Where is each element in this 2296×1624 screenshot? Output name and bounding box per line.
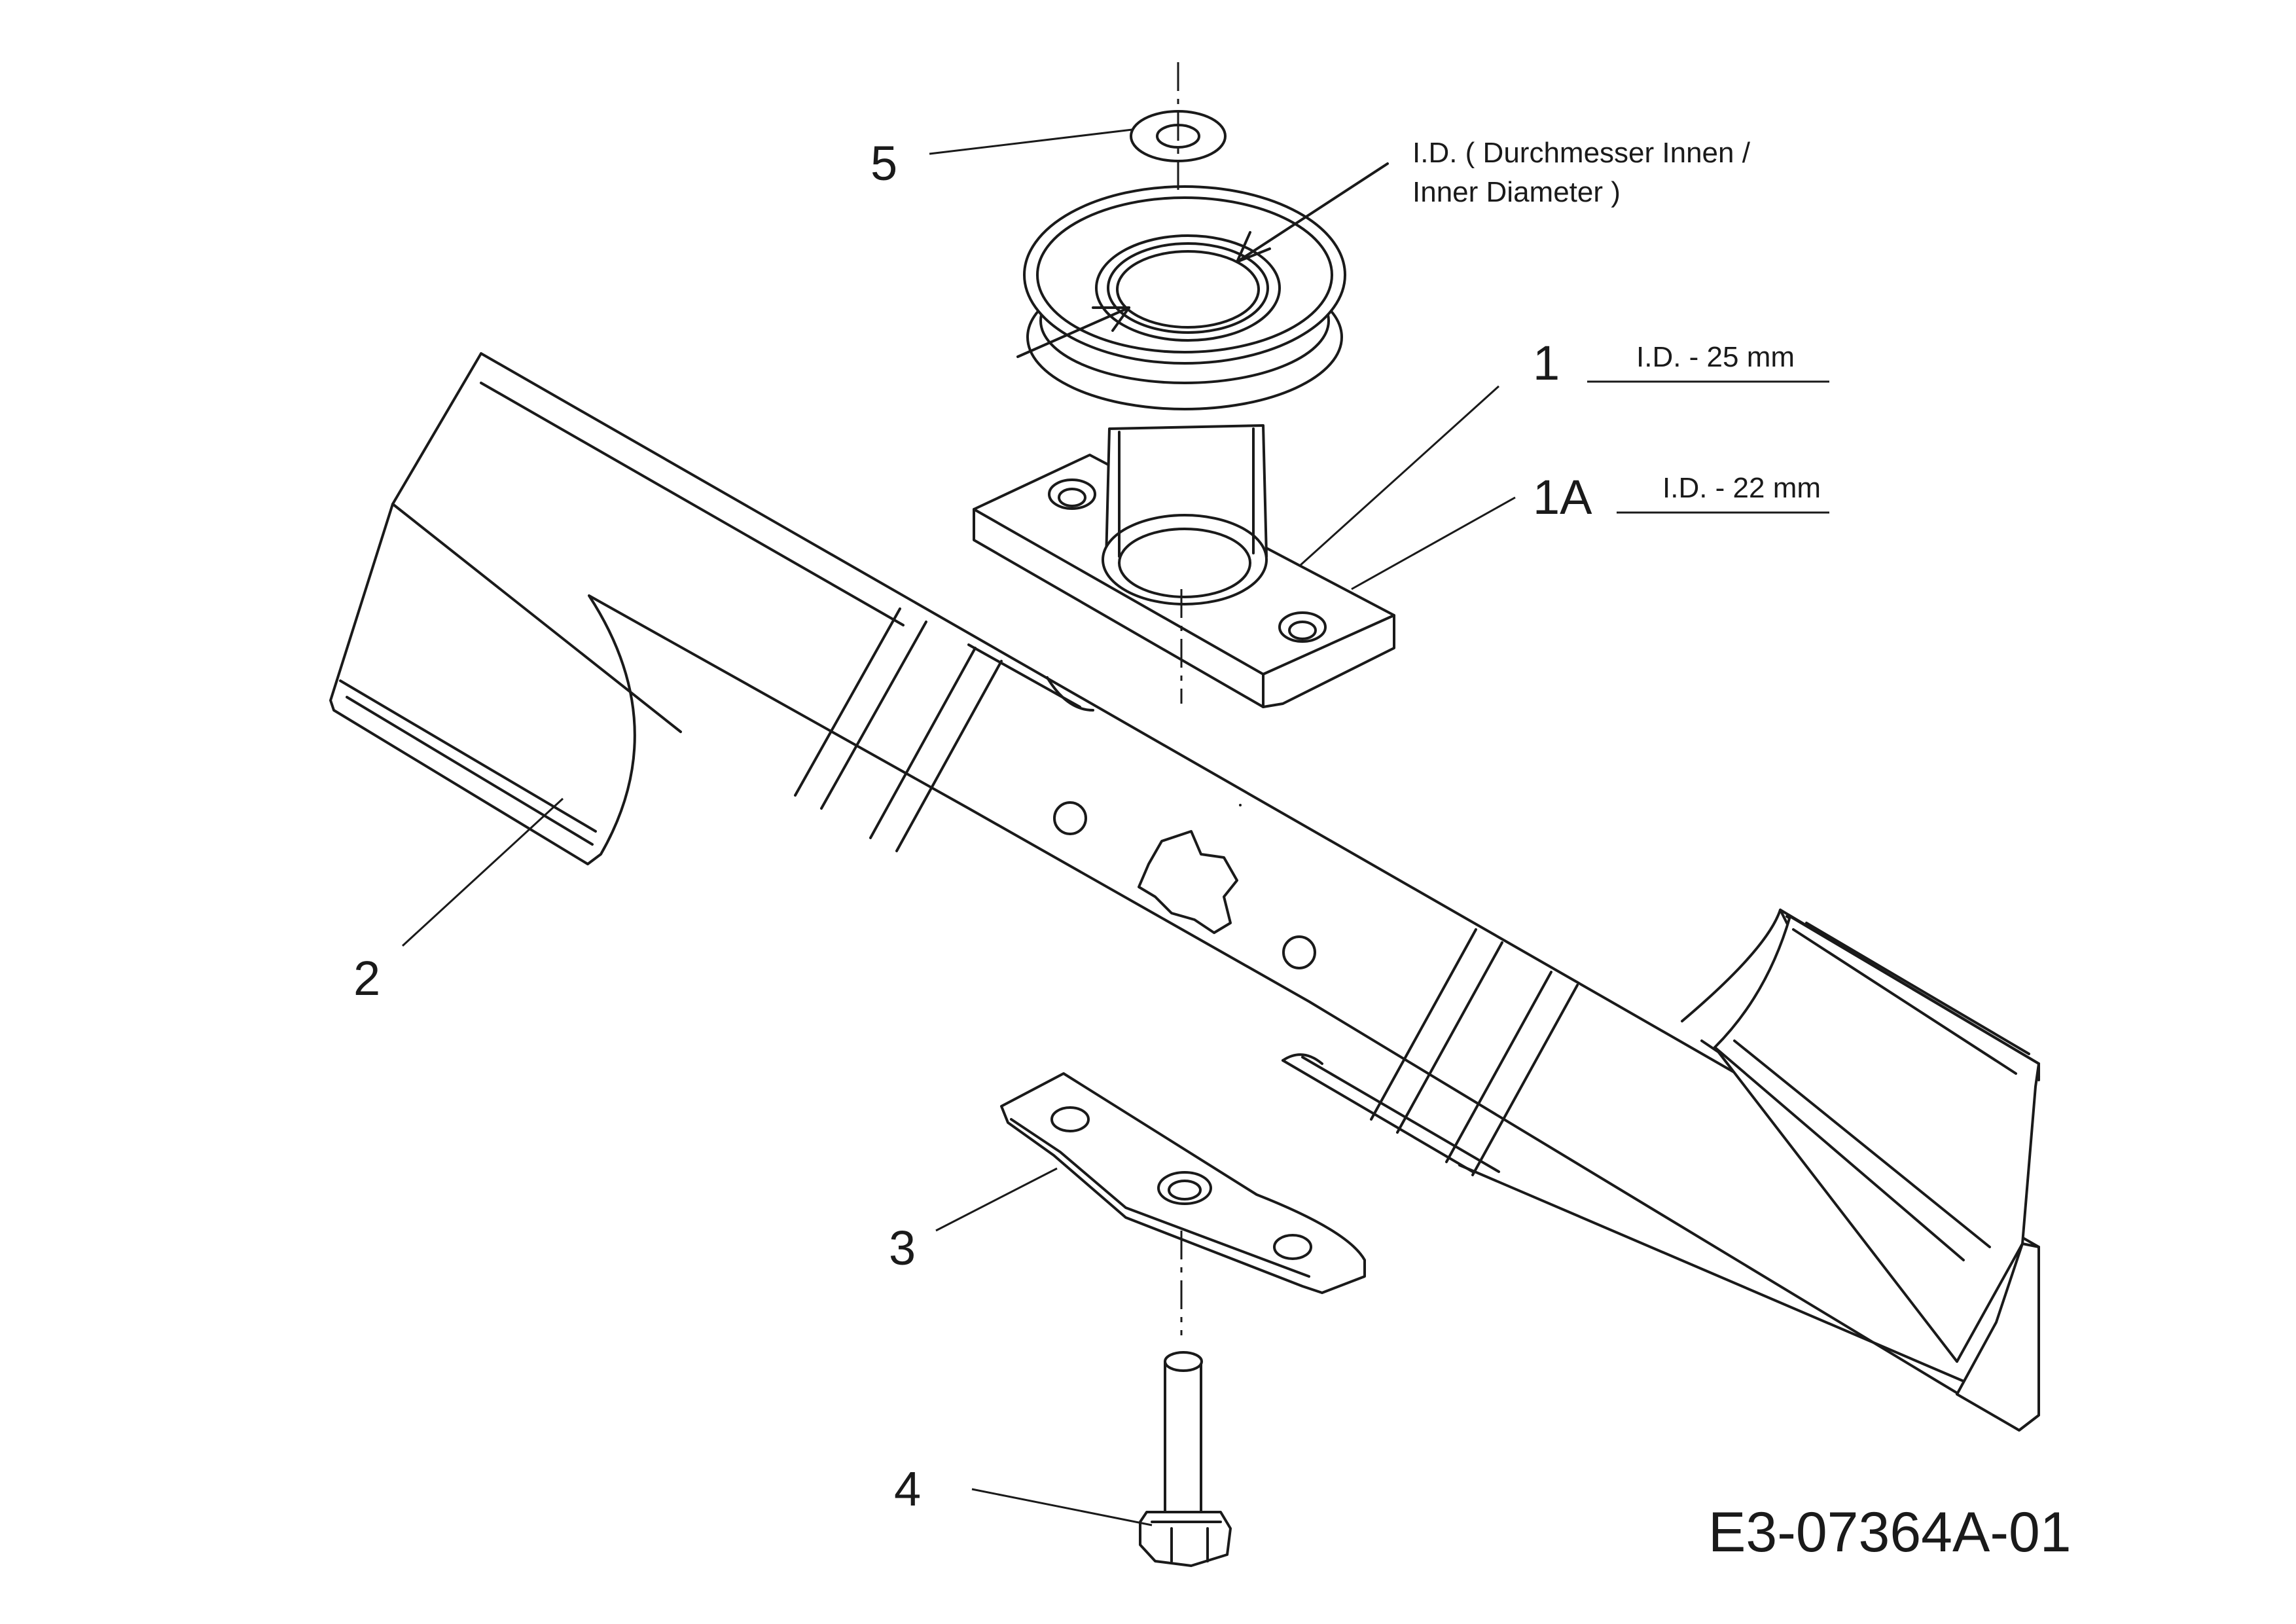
drawing-number: E3-07364A-01 (1708, 1501, 2072, 1564)
callout-1a: 1A (1533, 470, 1592, 524)
note-1a-id: I.D. - 22 mm (1662, 472, 1821, 504)
callout-3: 3 (889, 1221, 916, 1275)
blade-adapter-pulley (973, 162, 1395, 708)
mower-blade (329, 352, 2040, 1432)
id-note-line2: Inner Diameter ) (1412, 176, 1621, 208)
note-1-id: I.D. - 25 mm (1636, 341, 1795, 373)
id-note-line1: I.D. ( Durchmesser Innen / (1412, 137, 1751, 169)
blade-holder-plate (1000, 1072, 1366, 1294)
center-axis (1177, 62, 1183, 1335)
callout-4: 4 (894, 1462, 921, 1516)
callout-5: 5 (870, 136, 897, 190)
blade-bolt (1139, 1351, 1232, 1567)
callout-2: 2 (353, 951, 380, 1005)
leader-lines (401, 128, 1829, 1526)
callout-1: 1 (1533, 336, 1560, 390)
